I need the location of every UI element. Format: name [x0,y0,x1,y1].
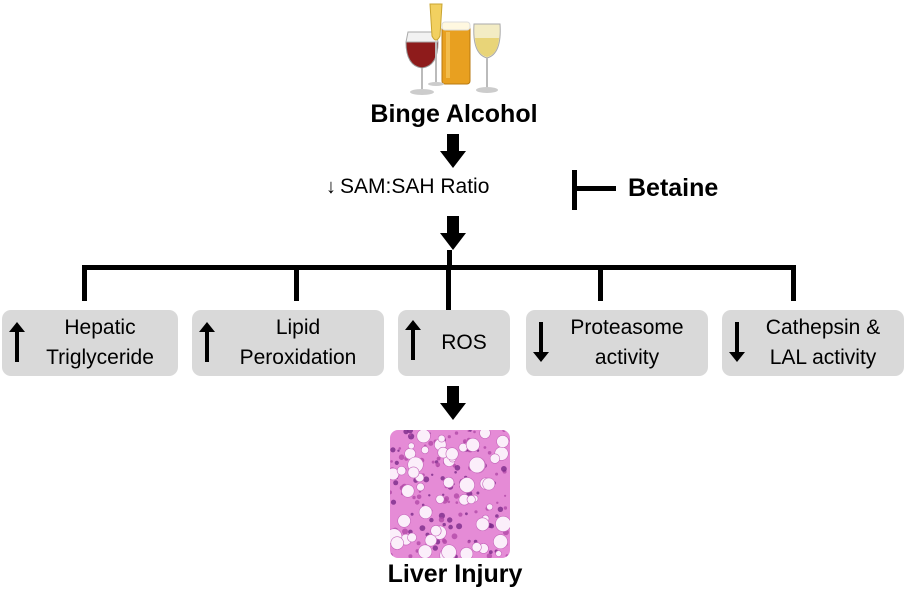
branch-drop-3 [446,265,451,310]
down-arrow-icon [440,386,466,420]
branch-drop-4 [598,265,603,301]
increase-arrow-icon [405,320,421,360]
effect-line: Cathepsin & [765,316,881,339]
sam-sah-ratio-label: SAM:SAH Ratio [340,175,490,198]
increase-arrow-icon [9,322,25,362]
branch-connector [447,250,452,268]
branch-horizontal-line [82,265,796,270]
effect-box-cathepsin-lal-activity: Cathepsin & LAL activity [722,310,904,376]
inhibition-line [572,186,616,191]
branch-drop-2 [294,265,299,301]
effect-line: ROS [441,331,487,354]
effect-box-proteasome-activity: Proteasome activity [526,310,708,376]
liver-injury-label: Liver Injury [387,560,523,588]
effect-line: Lipid [275,316,321,339]
decrease-arrow-icon [533,322,549,362]
increase-arrow-icon [199,322,215,362]
decrease-arrow-icon: ↓ [326,175,336,198]
effect-box-ros: ROS [398,310,510,376]
effect-line: Peroxidation [239,346,357,369]
branch-drop-5 [791,265,796,301]
sam-sah-ratio: ↓ SAM:SAH Ratio [326,172,489,202]
down-arrow-icon [440,216,466,250]
alcohol-glasses-icon [398,2,508,98]
binge-alcohol-label: Binge Alcohol [370,100,538,128]
effect-line: Proteasome [570,316,684,339]
effect-line: LAL activity [769,346,877,369]
down-arrow-icon [440,134,466,168]
effect-line: Triglyceride [46,346,154,369]
effect-line: Hepatic [64,316,136,339]
betaine-label: Betaine [628,174,719,202]
effect-box-lipid-peroxidation: Lipid Peroxidation [192,310,384,376]
effect-line: activity [594,346,660,369]
decrease-arrow-icon [729,322,745,362]
effect-box-hepatic-triglyceride: Hepatic Triglyceride [2,310,178,376]
liver-histology-image [390,430,510,558]
branch-drop-1 [82,265,87,301]
